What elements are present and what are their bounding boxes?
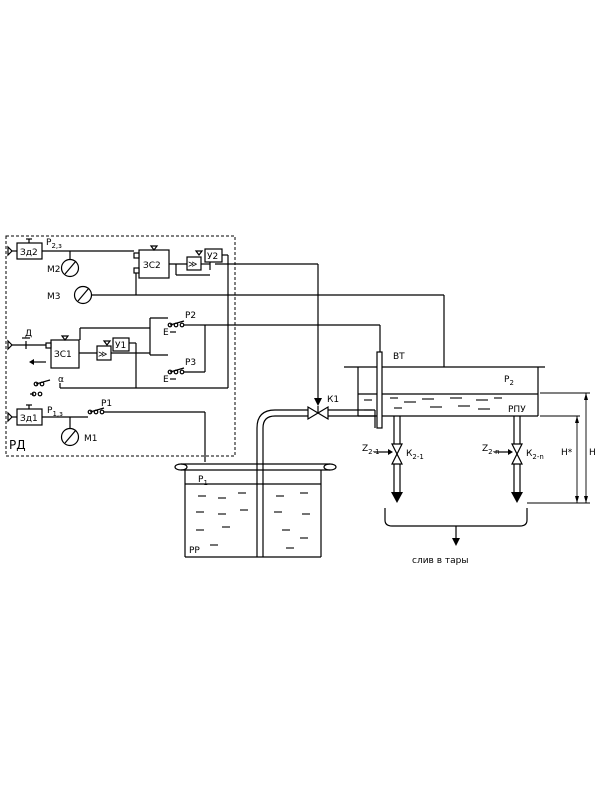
e1-label: Е	[163, 328, 169, 338]
zd2-label: Зд2	[20, 248, 38, 258]
svg-text:≫: ≫	[188, 260, 197, 270]
d-label: Д	[25, 329, 32, 339]
valve-k2-1	[374, 416, 403, 503]
reservoir-rr-liquid	[196, 492, 310, 549]
drain-collector	[384, 508, 528, 546]
m3-label: М3	[47, 292, 61, 302]
svg-text:≫: ≫	[98, 350, 107, 360]
rpu-label: РПУ	[508, 405, 526, 415]
k2n-label: К2-n	[526, 449, 544, 461]
relay-p2-label: Р2	[185, 311, 196, 321]
block-zs2: ЗС2	[133, 245, 170, 279]
amplifier-u2: ≫ У2	[186, 248, 223, 271]
z2n-label: Z2-n	[482, 444, 500, 456]
supply-pipe	[256, 409, 310, 557]
k21-label: К2-1	[406, 449, 424, 461]
switch-alpha: α	[30, 375, 64, 397]
alpha-label: α	[58, 375, 64, 385]
setter-zd2: Зд2	[7, 238, 43, 260]
reservoir-rr	[174, 463, 337, 558]
tank-rpu-liquid	[364, 397, 502, 411]
zd1-label: Зд1	[20, 414, 38, 424]
rr-label: РР	[189, 546, 200, 556]
relay-p3-label: Р3	[185, 358, 196, 368]
k1-label: К1	[327, 395, 339, 405]
rd-label: РД	[9, 438, 26, 452]
zs2-label: ЗС2	[143, 261, 161, 271]
tank-rpu	[344, 366, 545, 417]
block-zs1: ЗС1	[45, 335, 80, 369]
gauge-m2: М2	[47, 258, 80, 278]
h-label: Н	[589, 448, 596, 458]
zs1-label: ЗС1	[54, 350, 72, 360]
setter-zd1: Зд1	[7, 404, 43, 426]
rd-control-block-border	[5, 235, 236, 457]
p1-label: Р1	[198, 475, 208, 487]
p1z-label: Р1,з	[47, 406, 63, 418]
relay-p3: Р3 Е	[150, 354, 196, 385]
height-dimensions	[527, 392, 590, 504]
gauge-m1: М1	[60, 427, 98, 447]
amplifier-u1: ≫ У1	[96, 337, 130, 361]
relay-p2: Р2 Е	[149, 311, 196, 355]
z21-label: Z2-1	[362, 444, 380, 456]
vt-label: ВТ	[393, 352, 405, 362]
relay-p1: Р1	[87, 399, 112, 415]
valve-k1: К1	[307, 395, 339, 421]
u2-label: У2	[207, 252, 218, 262]
m2-label: М2	[47, 265, 61, 275]
p2-label: Р2	[504, 375, 514, 387]
valve-k2-n	[494, 416, 523, 503]
e2-label: Е	[163, 375, 169, 385]
gauge-m3: М3	[47, 285, 93, 305]
m1-label: М1	[84, 434, 98, 444]
u1-label: У1	[115, 341, 126, 351]
relay-p1-label: Р1	[101, 399, 112, 409]
h-star-label: Н*	[561, 448, 573, 458]
level-gauge-vt: ВТ	[376, 351, 405, 429]
p2z-label: Р2,з	[46, 238, 62, 250]
drain-label: слив в тары	[412, 556, 468, 566]
